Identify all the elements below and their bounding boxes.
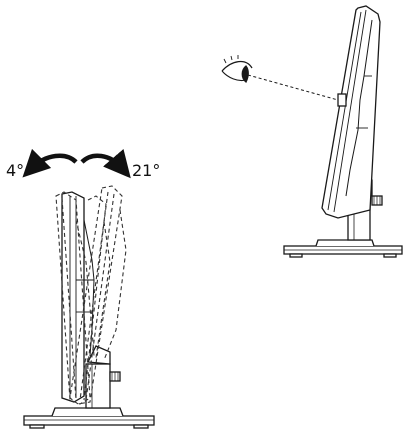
tilt-view-stand	[85, 345, 121, 409]
tilt-view-base	[23, 407, 155, 429]
side-view-base	[283, 239, 403, 258]
tilt-view-panel-upright	[61, 191, 95, 403]
tilt-forward-arrow	[22, 148, 78, 178]
eye-icon	[221, 55, 253, 84]
side-view-monitor	[221, 5, 403, 258]
side-view-panel	[321, 5, 381, 219]
tilt-view-monitor	[22, 148, 155, 429]
sight-line	[247, 74, 339, 101]
tilt-view-panel-forward	[55, 191, 95, 405]
tilt-view-panel-backward	[69, 185, 127, 405]
tilt-back-label: 21°	[132, 161, 161, 180]
tilt-forward-label: 4°	[6, 161, 25, 180]
tilt-back-arrow	[80, 148, 131, 179]
